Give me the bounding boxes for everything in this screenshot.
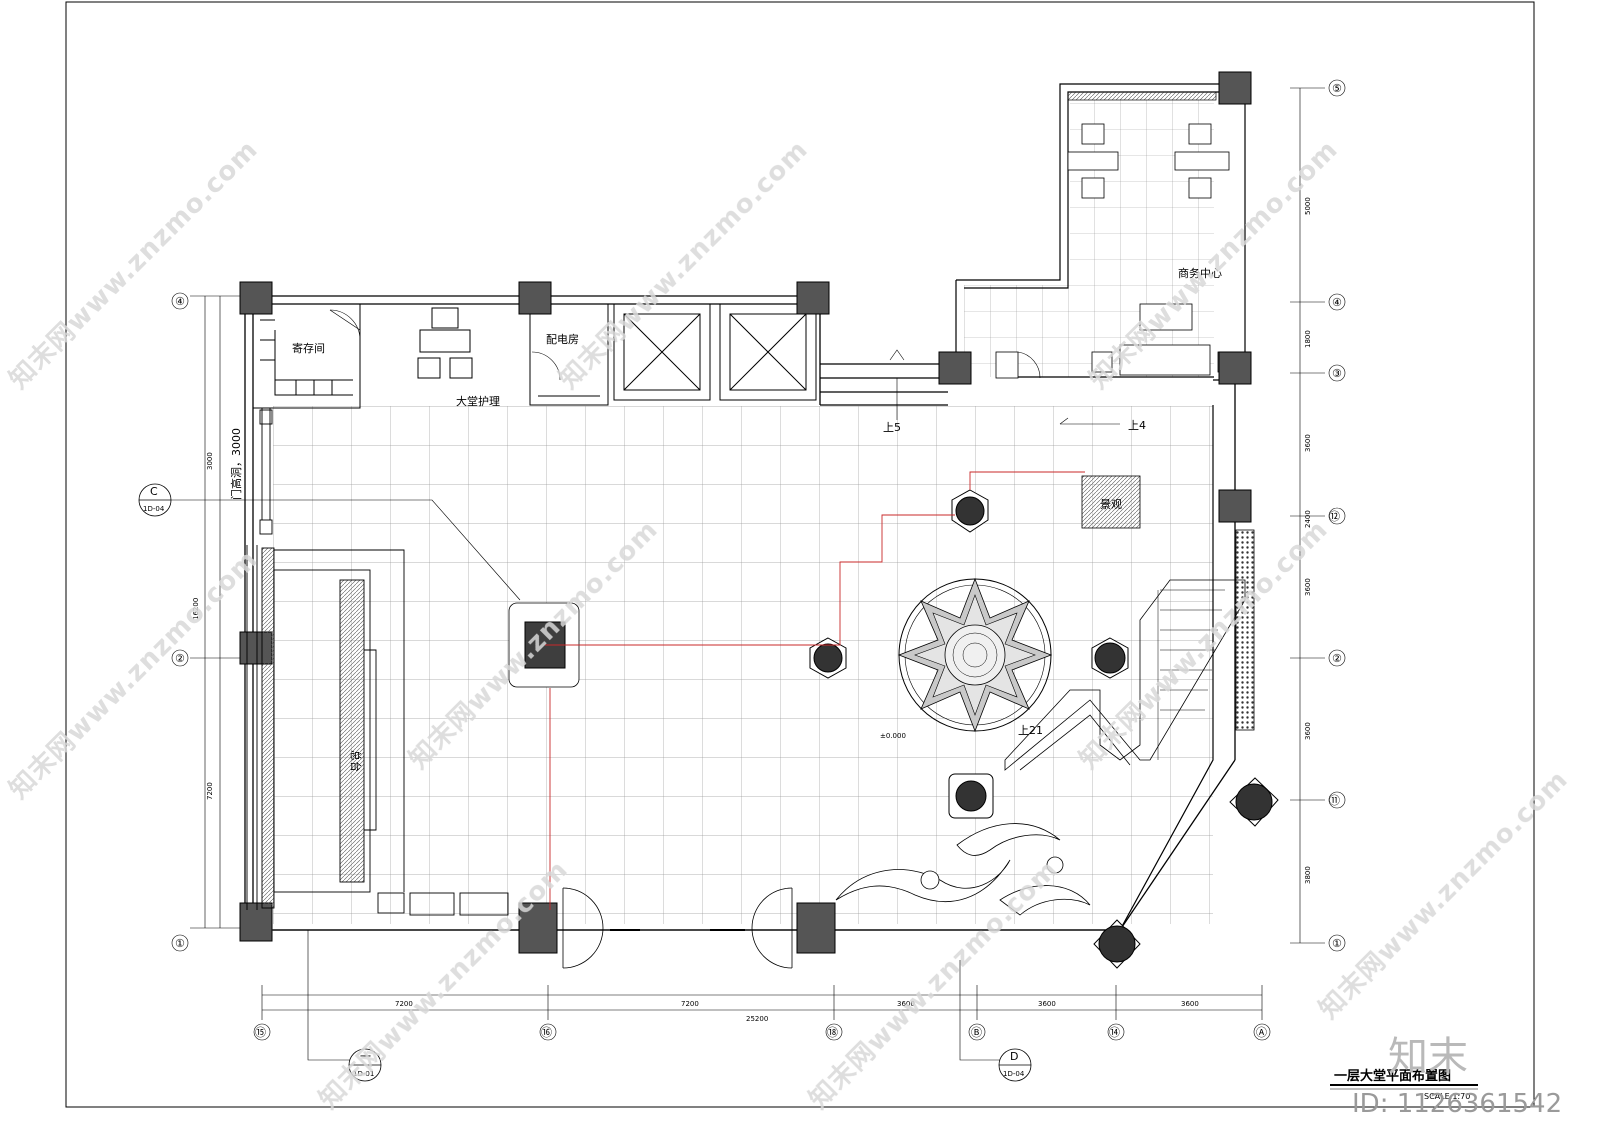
dim-bottom-3600-b: 3600 xyxy=(1038,1000,1056,1008)
axis-bottom-15: ⑮ xyxy=(255,1026,266,1039)
section-c-letter: C xyxy=(150,485,158,498)
dim-right-3800: 3800 xyxy=(1304,866,1312,884)
dim-bottom-3600-a: 3600 xyxy=(897,1000,915,1008)
dim-right-3600-a: 3600 xyxy=(1304,434,1312,452)
stair-note-up21: 上21 xyxy=(1018,724,1043,737)
section-mark-one xyxy=(348,1048,382,1082)
service-rooms xyxy=(253,303,817,409)
section-one-letter: 一 xyxy=(360,1050,371,1063)
watermark-text: 知末网www.znzmo.com xyxy=(4,135,264,395)
leader-lines xyxy=(140,349,1120,1061)
axis-bottom-a: Ⓐ xyxy=(1256,1026,1267,1039)
room-label-business-center: 商务中心 xyxy=(1178,266,1222,280)
floor-swirls xyxy=(835,823,1091,916)
axis-right-3: ③ xyxy=(1332,367,1342,380)
drawing-scale: SCALE:1:70 xyxy=(1424,1092,1470,1101)
dim-right-2400: 2400 xyxy=(1304,510,1312,528)
axis-bottom-b: Ⓑ xyxy=(971,1026,982,1039)
axis-left-4: ④ xyxy=(175,295,185,308)
lobby-floor xyxy=(273,405,1214,931)
axis-bottom-16: ⑯ xyxy=(541,1026,552,1039)
room-label-storage: 寄存间 xyxy=(292,341,325,355)
stair-note-up5: 上5 xyxy=(883,421,901,434)
axis-right-2: ② xyxy=(1332,652,1342,665)
axis-left-1: ① xyxy=(175,937,185,950)
section-one-ref: 1D-01 xyxy=(353,1070,374,1078)
dim-bottom-7200-a: 7200 xyxy=(395,1000,413,1008)
left-axis-lines xyxy=(171,292,240,952)
dim-right-5000: 5000 xyxy=(1304,197,1312,215)
axis-bottom-18: ⑱ xyxy=(827,1026,838,1039)
image-id-watermark: ID: 1126361542 xyxy=(1352,1089,1562,1119)
electrical-lines xyxy=(545,471,1085,910)
bottom-axis-lines xyxy=(253,985,1271,1041)
floor-medallion xyxy=(897,577,1053,733)
round-columns xyxy=(809,489,1279,969)
axis-right-11: ⑪ xyxy=(1329,794,1340,807)
drawing-title: 一层大堂平面布置图 xyxy=(1334,1068,1451,1084)
entrance-doors xyxy=(562,887,793,969)
section-c-ref: 1D-04 xyxy=(143,505,165,513)
stairs xyxy=(1004,475,1255,771)
section-mark-c xyxy=(138,483,172,517)
dim-left-7200: 7200 xyxy=(206,782,214,800)
dim-bottom-total: 25200 xyxy=(746,1015,768,1023)
sheet-border xyxy=(65,1,1535,1108)
axis-right-4: ④ xyxy=(1332,296,1342,309)
dim-right-3600-b: 3600 xyxy=(1304,578,1312,596)
right-axis-lines xyxy=(1290,79,1346,952)
title-block xyxy=(1330,1084,1478,1090)
watermark-text: 知末网www.znzmo.com xyxy=(1314,765,1574,1025)
room-label-front-desk: 总台 xyxy=(349,750,363,772)
axis-right-1: ① xyxy=(1332,937,1342,950)
dim-right-1800: 1800 xyxy=(1304,330,1312,348)
room-label-lobby-care: 大堂护理 xyxy=(456,394,500,408)
watermark-text: 知末网www.znzmo.com xyxy=(554,135,814,395)
section-mark-d xyxy=(998,1048,1032,1082)
dim-left-3000: 3000 xyxy=(206,452,214,470)
dim-left-total: 16200 xyxy=(192,598,200,620)
room-label-landscape: 景观 xyxy=(1100,498,1122,511)
section-d-ref: 1D-04 xyxy=(1003,1070,1025,1078)
front-desk xyxy=(246,408,509,916)
dim-bottom-3600-c: 3600 xyxy=(1181,1000,1199,1008)
axis-right-12: ⑫ xyxy=(1329,510,1340,523)
door-height-note: 门高洞，3000 xyxy=(229,428,243,500)
watermark-text: 知末网www.znzmo.com xyxy=(4,545,264,805)
level-mark: ±0.000 xyxy=(880,732,906,740)
room-label-power-room: 配电房 xyxy=(546,333,579,346)
dim-right-3600-c: 3600 xyxy=(1304,722,1312,740)
business-center-wing xyxy=(955,83,1246,380)
section-d-letter: D xyxy=(1010,1050,1018,1063)
axis-left-2: ② xyxy=(175,652,185,665)
brand-watermark: 知末 xyxy=(1388,1034,1468,1080)
dim-bottom-7200-b: 7200 xyxy=(681,1000,699,1008)
axis-bottom-14: ⑭ xyxy=(1109,1026,1120,1039)
axis-right-5: ⑤ xyxy=(1332,82,1342,95)
stair-note-up4: 上4 xyxy=(1128,419,1146,432)
